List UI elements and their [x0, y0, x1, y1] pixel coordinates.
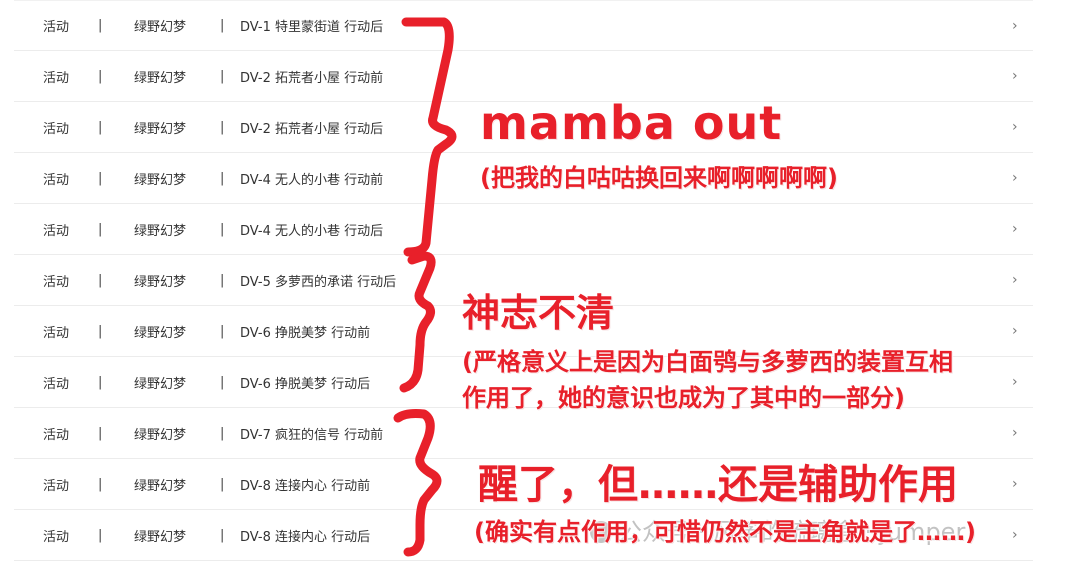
separator: |: [220, 425, 225, 441]
separator: |: [98, 221, 103, 237]
chevron-right-icon: ›: [1012, 323, 1018, 339]
category-label: 活动: [43, 121, 70, 137]
category-label: 活动: [43, 70, 70, 86]
chevron-right-icon: ›: [1012, 272, 1018, 288]
chevron-right-icon: ›: [1012, 527, 1018, 543]
separator: |: [98, 119, 103, 135]
stage-label: DV-4 无人的小巷 行动后: [240, 223, 384, 239]
stage-label: DV-6 挣脱美梦 行动前: [240, 325, 371, 341]
separator: |: [98, 527, 103, 543]
separator: |: [98, 374, 103, 390]
separator: |: [98, 18, 103, 33]
separator: |: [220, 374, 225, 390]
category-label: 活动: [43, 223, 70, 239]
event-label: 绿野幻梦: [134, 20, 187, 35]
event-label: 绿野幻梦: [134, 121, 187, 137]
event-label: 绿野幻梦: [134, 478, 187, 494]
event-label: 绿野幻梦: [134, 427, 187, 443]
event-label: 绿野幻梦: [134, 325, 187, 341]
list-item[interactable]: 活动 | 绿野幻梦 | DV-2 拓荒者小屋 行动后 ›: [14, 102, 1033, 153]
chevron-right-icon: ›: [1012, 119, 1018, 135]
chevron-right-icon: ›: [1012, 68, 1018, 84]
separator: |: [220, 119, 225, 135]
separator: |: [220, 68, 225, 84]
category-label: 活动: [43, 172, 70, 188]
separator: |: [220, 221, 225, 237]
category-label: 活动: [43, 427, 70, 443]
list-item[interactable]: 活动 | 绿野幻梦 | DV-4 无人的小巷 行动前 ›: [14, 153, 1033, 204]
event-label: 绿野幻梦: [134, 172, 187, 188]
list-item[interactable]: 活动 | 绿野幻梦 | DV-8 连接内心 行动后 ›: [14, 510, 1033, 561]
separator: |: [98, 323, 103, 339]
list-item[interactable]: 活动 | 绿野幻梦 | DV-2 拓荒者小屋 行动前 ›: [14, 51, 1033, 102]
stage-list: 活动 | 绿野幻梦 | DV-1 特里蒙街道 行动后 › 活动 | 绿野幻梦 |…: [14, 0, 1033, 561]
list-item[interactable]: 活动 | 绿野幻梦 | DV-6 挣脱美梦 行动后 ›: [14, 357, 1033, 408]
stage-label: DV-1 特里蒙街道 行动后: [240, 20, 384, 35]
stage-label: DV-2 拓荒者小屋 行动后: [240, 121, 384, 137]
event-label: 绿野幻梦: [134, 274, 187, 290]
event-label: 绿野幻梦: [134, 376, 187, 392]
chevron-right-icon: ›: [1012, 476, 1018, 492]
separator: |: [98, 68, 103, 84]
stage-label: DV-7 疯狂的信号 行动前: [240, 427, 384, 443]
stage-label: DV-6 挣脱美梦 行动后: [240, 376, 371, 392]
separator: |: [220, 323, 225, 339]
list-item[interactable]: 活动 | 绿野幻梦 | DV-4 无人的小巷 行动后 ›: [14, 204, 1033, 255]
chevron-right-icon: ›: [1012, 17, 1018, 34]
list-item[interactable]: 活动 | 绿野幻梦 | DV-1 特里蒙街道 行动后 ›: [14, 0, 1033, 51]
separator: |: [98, 170, 103, 186]
separator: |: [220, 18, 225, 33]
separator: |: [98, 425, 103, 441]
category-label: 活动: [43, 20, 70, 35]
list-item[interactable]: 活动 | 绿野幻梦 | DV-5 多萝西的承诺 行动后 ›: [14, 255, 1033, 306]
chevron-right-icon: ›: [1012, 374, 1018, 390]
stage-label: DV-4 无人的小巷 行动前: [240, 172, 384, 188]
stage-label: DV-8 连接内心 行动后: [240, 529, 371, 545]
event-label: 绿野幻梦: [134, 529, 187, 545]
event-label: 绿野幻梦: [134, 70, 187, 86]
separator: |: [220, 272, 225, 288]
category-label: 活动: [43, 274, 70, 290]
separator: |: [98, 272, 103, 288]
list-item[interactable]: 活动 | 绿野幻梦 | DV-6 挣脱美梦 行动前 ›: [14, 306, 1033, 357]
stage-label: DV-2 拓荒者小屋 行动前: [240, 70, 384, 86]
stage-label: DV-5 多萝西的承诺 行动后: [240, 274, 397, 290]
chevron-right-icon: ›: [1012, 221, 1018, 237]
stage-label: DV-8 连接内心 行动前: [240, 478, 371, 494]
category-label: 活动: [43, 376, 70, 392]
category-label: 活动: [43, 325, 70, 341]
chevron-right-icon: ›: [1012, 170, 1018, 186]
category-label: 活动: [43, 529, 70, 545]
event-label: 绿野幻梦: [134, 223, 187, 239]
separator: |: [220, 527, 225, 543]
category-label: 活动: [43, 478, 70, 494]
chevron-right-icon: ›: [1012, 425, 1018, 441]
separator: |: [220, 170, 225, 186]
separator: |: [220, 476, 225, 492]
list-item[interactable]: 活动 | 绿野幻梦 | DV-7 疯狂的信号 行动前 ›: [14, 408, 1033, 459]
separator: |: [98, 476, 103, 492]
list-item[interactable]: 活动 | 绿野幻梦 | DV-8 连接内心 行动前 ›: [14, 459, 1033, 510]
